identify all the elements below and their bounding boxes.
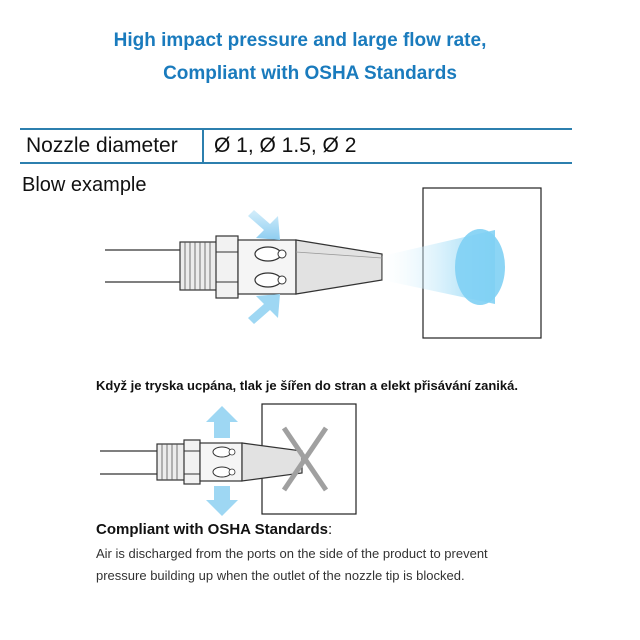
- osha-note-line-2: pressure building up when the outlet of …: [96, 568, 465, 583]
- blow-example-title: Blow example: [22, 174, 147, 196]
- blocked-caption: Když je tryska ucpána, tlak je šířen do …: [96, 378, 518, 393]
- blow-spot: [455, 229, 505, 305]
- intake-arrow-lower: [248, 294, 280, 324]
- osha-note-title-text: Compliant with OSHA Standards: [96, 521, 328, 538]
- discharge-arrow-up: [206, 406, 238, 438]
- port-upper: [254, 246, 282, 262]
- nozzle-tip: [295, 239, 383, 295]
- osha-note-title-suffix: :: [327, 521, 333, 538]
- headline-line-1: High impact pressure and large flow rate…: [113, 30, 487, 51]
- spec-value-nozzle-diameter: Ø 1, Ø 1.5, Ø 2: [214, 134, 357, 157]
- port-lower: [254, 272, 282, 288]
- thread-body: [179, 241, 219, 291]
- spec-label-nozzle-diameter: Nozzle diameter: [20, 130, 204, 162]
- discharge-arrow-down: [206, 486, 238, 516]
- hex-nut: [215, 235, 239, 299]
- blocked-x-stroke-2: [281, 426, 329, 492]
- headline-line-2: Compliant with OSHA Standards: [163, 63, 457, 84]
- osha-note-line-1: Air is discharged from the ports on the …: [96, 546, 488, 561]
- osha-note-title: Compliant with OSHA Standards:: [96, 521, 332, 538]
- blow-example-diagram: [105, 187, 542, 339]
- intake-arrow-upper: [248, 210, 280, 240]
- osha-note-body: Air is discharged from the ports on the …: [96, 543, 556, 587]
- blocked-example-diagram: [100, 403, 357, 516]
- spec-table: Nozzle diameter Ø 1, Ø 1.5, Ø 2: [20, 128, 572, 164]
